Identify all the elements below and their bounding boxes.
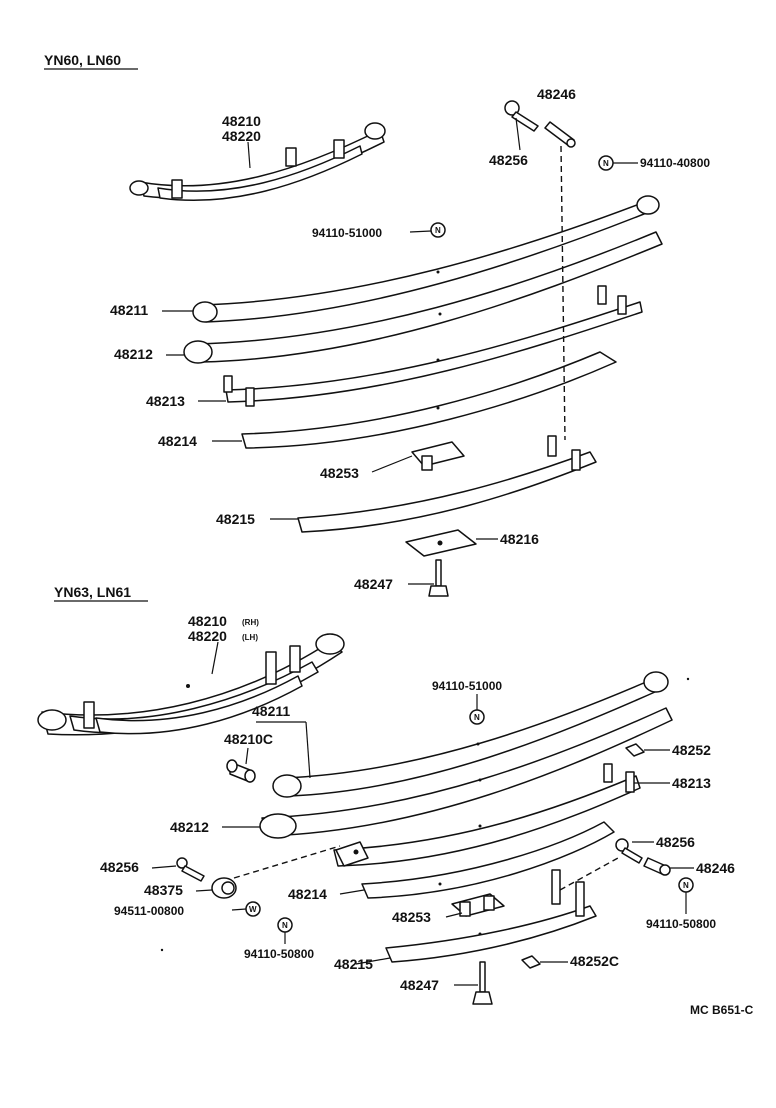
nut-icon: N xyxy=(678,877,694,893)
label-48253-upper: 48253 xyxy=(320,465,359,481)
label-48212-upper: 48212 xyxy=(114,346,153,362)
bolt-48256-lower-right xyxy=(615,838,643,864)
spring-assembly-upper xyxy=(129,122,386,202)
bushing-48375 xyxy=(211,877,237,899)
pin-48246-lower xyxy=(643,857,671,876)
svg-text:N: N xyxy=(282,921,288,930)
bolt-48256-lower-left xyxy=(176,857,205,882)
svg-text:W: W xyxy=(249,905,257,914)
pad-48252 xyxy=(625,743,645,757)
bolt-48247-lower xyxy=(472,961,493,1005)
label-48213-upper: 48213 xyxy=(146,393,185,409)
label-48210-lower: 48210 xyxy=(188,613,227,629)
label-48375: 48375 xyxy=(144,882,183,898)
nut-icon: N xyxy=(469,709,485,725)
label-48256-upper: 48256 xyxy=(489,152,528,168)
label-94110-51000-lower: 94110-51000 xyxy=(432,679,502,693)
label-48253-lower: 48253 xyxy=(392,909,431,925)
nut-icon: N xyxy=(598,155,614,171)
leaf-48212-lower xyxy=(259,707,673,839)
leaf-48213-lower xyxy=(333,763,641,867)
label-48256-lower-right: 48256 xyxy=(656,834,695,850)
label-lh: (LH) xyxy=(242,633,258,642)
plate-48216-upper xyxy=(405,529,477,557)
bolt-48247-upper xyxy=(428,559,449,597)
label-rh: (RH) xyxy=(242,618,259,627)
label-48211-lower: 48211 xyxy=(252,703,290,719)
section-header-lower: YN63, LN61 xyxy=(54,584,148,602)
label-48214-lower: 48214 xyxy=(288,886,327,902)
spring-assembly-lower xyxy=(37,633,345,736)
leaf-48215-lower xyxy=(385,869,597,963)
label-94110-50800-right: 94110-50800 xyxy=(646,917,716,931)
label-48213-lower: 48213 xyxy=(672,775,711,791)
label-48252c: 48252C xyxy=(570,953,619,969)
leaf-48215-upper xyxy=(297,435,597,533)
label-48246-lower: 48246 xyxy=(696,860,735,876)
label-48247-upper: 48247 xyxy=(354,576,393,592)
svg-text:N: N xyxy=(683,881,689,890)
label-48210-upper: 48210 xyxy=(222,113,261,129)
label-94110-40800: 94110-40800 xyxy=(640,156,710,170)
nut-icon: N xyxy=(277,917,293,933)
bushing-48210c xyxy=(226,759,256,783)
diagram-code: MC B651-C xyxy=(690,1003,754,1017)
label-48252: 48252 xyxy=(672,742,711,758)
bolt-48256-upper xyxy=(504,100,539,132)
leaf-48214-upper xyxy=(241,351,617,449)
svg-text:YN63, LN61: YN63, LN61 xyxy=(54,584,131,600)
label-48246-upper: 48246 xyxy=(537,86,576,102)
nut-icon: N xyxy=(430,222,446,238)
label-48215-upper: 48215 xyxy=(216,511,255,527)
leaf-48214-lower xyxy=(361,821,615,899)
label-48220-upper: 48220 xyxy=(222,128,261,144)
pad-48253-upper xyxy=(411,441,465,471)
label-48215-lower: 48215 xyxy=(334,956,373,972)
label-48212-lower: 48212 xyxy=(170,819,209,835)
leaf-48213-upper xyxy=(223,285,643,407)
label-48256-lower-left: 48256 xyxy=(100,859,139,875)
label-48247-lower: 48247 xyxy=(400,977,439,993)
label-48214-upper: 48214 xyxy=(158,433,197,449)
label-48210c: 48210C xyxy=(224,731,273,747)
svg-text:N: N xyxy=(435,226,441,235)
leaf-48211-lower xyxy=(272,671,669,798)
label-94110-50800-left: 94110-50800 xyxy=(244,947,314,961)
pad-48252c xyxy=(521,955,541,969)
label-48216-upper: 48216 xyxy=(500,531,539,547)
leaf-48212-upper xyxy=(183,231,663,364)
leaf-48211-upper xyxy=(192,195,660,323)
pad-48253-lower xyxy=(451,893,505,917)
label-48220-lower: 48220 xyxy=(188,628,227,644)
washer-icon: W xyxy=(245,901,261,917)
section-header-upper: YN60, LN60 xyxy=(44,52,138,70)
svg-text:YN60, LN60: YN60, LN60 xyxy=(44,52,121,68)
label-94511-00800: 94511-00800 xyxy=(114,904,184,918)
label-48211-upper: 48211 xyxy=(110,302,148,318)
label-94110-51000-upper: 94110-51000 xyxy=(312,226,382,240)
svg-text:N: N xyxy=(603,159,609,168)
pin-48246-upper xyxy=(544,121,576,148)
svg-text:N: N xyxy=(474,713,480,722)
